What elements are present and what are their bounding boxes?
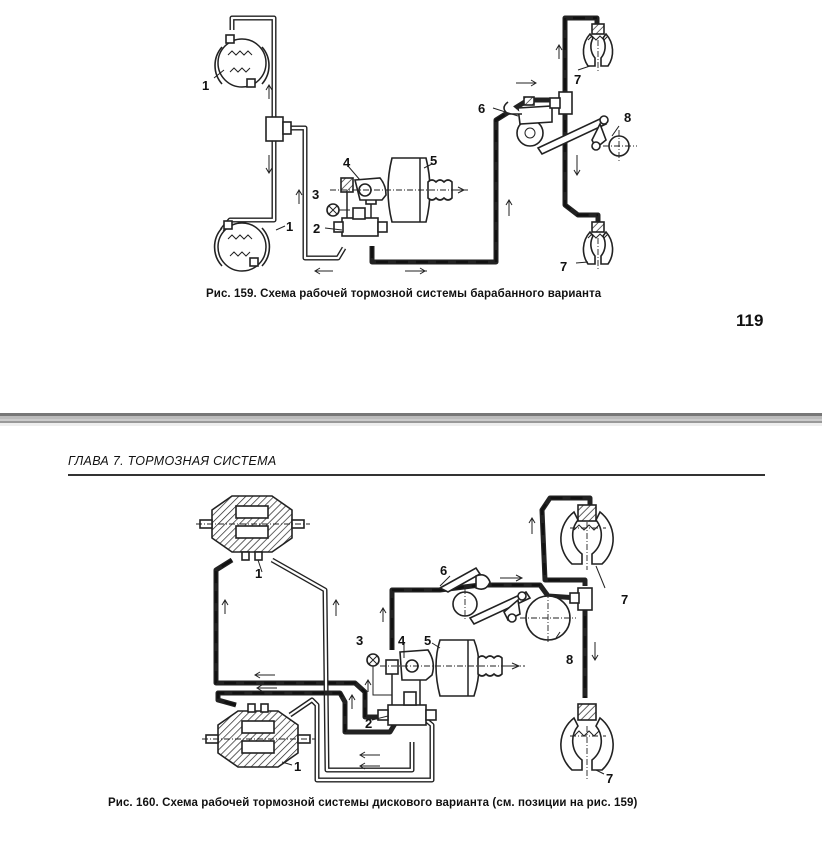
label-2: 2 [313,221,320,236]
label-8: 8 [566,652,573,667]
label-4: 4 [398,633,406,648]
rear-tee-fitting [577,587,593,611]
page-number: 119 [736,311,764,330]
flow-arrows [265,84,427,275]
pressure-regulator [438,566,532,626]
front-disc-caliper-bottom [202,703,316,768]
rear-axle-beam [520,592,576,644]
figure-159-caption: Рис. 159. Схема рабочей тормозной систем… [206,288,602,300]
label-6: 6 [440,563,447,578]
rear-drum-brake-bottom [560,703,614,780]
figure-160-caption: Рис. 160. Схема рабочей тормозной систем… [108,797,638,809]
figure-159-diagram: 1 1 2 3 4 5 6 7 7 8 [202,15,637,275]
label-4: 4 [343,155,351,170]
tee-fitting [265,116,284,142]
label-1: 1 [255,566,262,581]
flow-arrows-rear [505,44,581,216]
label-1: 1 [202,78,209,93]
front-brake-pipes [213,557,435,783]
vacuum-booster [330,157,470,223]
pressure-regulator [503,96,609,156]
label-1: 1 [294,759,301,774]
label-8: 8 [624,110,631,125]
front-drum-brake-top [214,34,270,88]
rear-drum-brake-top [560,504,614,570]
label-5: 5 [430,153,437,168]
label-7: 7 [606,771,613,786]
vacuum-booster [380,639,525,697]
header-rule [68,474,765,476]
flow-arrows [221,517,599,770]
front-disc-caliper-top [196,495,310,561]
front-drum-brake-bottom [213,220,271,272]
label-5: 5 [424,633,431,648]
rear-tee-fitting [558,91,573,115]
page-divider [0,413,822,426]
master-cylinder [377,670,437,726]
label-7: 7 [574,72,581,87]
leader-lines [213,65,620,264]
rear-drum-brake-top [582,23,614,72]
label-3: 3 [356,633,363,648]
rear-drum-brake-bottom [582,221,614,270]
label-2: 2 [365,716,372,731]
label-3: 3 [312,187,319,202]
warning-lamp [366,653,392,696]
leader-lines [257,559,606,775]
figure-160-diagram: 1 1 2 3 4 5 6 7 7 8 [196,495,628,786]
label-6: 6 [478,101,485,116]
label-1: 1 [286,219,293,234]
warning-lamp [326,203,350,217]
rear-axle-beam [603,130,637,162]
label-7: 7 [560,259,567,274]
label-7: 7 [621,592,628,607]
chapter-header: ГЛАВА 7. ТОРМОЗНАЯ СИСТЕМА [68,454,277,468]
vacuum-booster-valve [353,177,387,201]
vacuum-booster-valve [385,649,435,681]
